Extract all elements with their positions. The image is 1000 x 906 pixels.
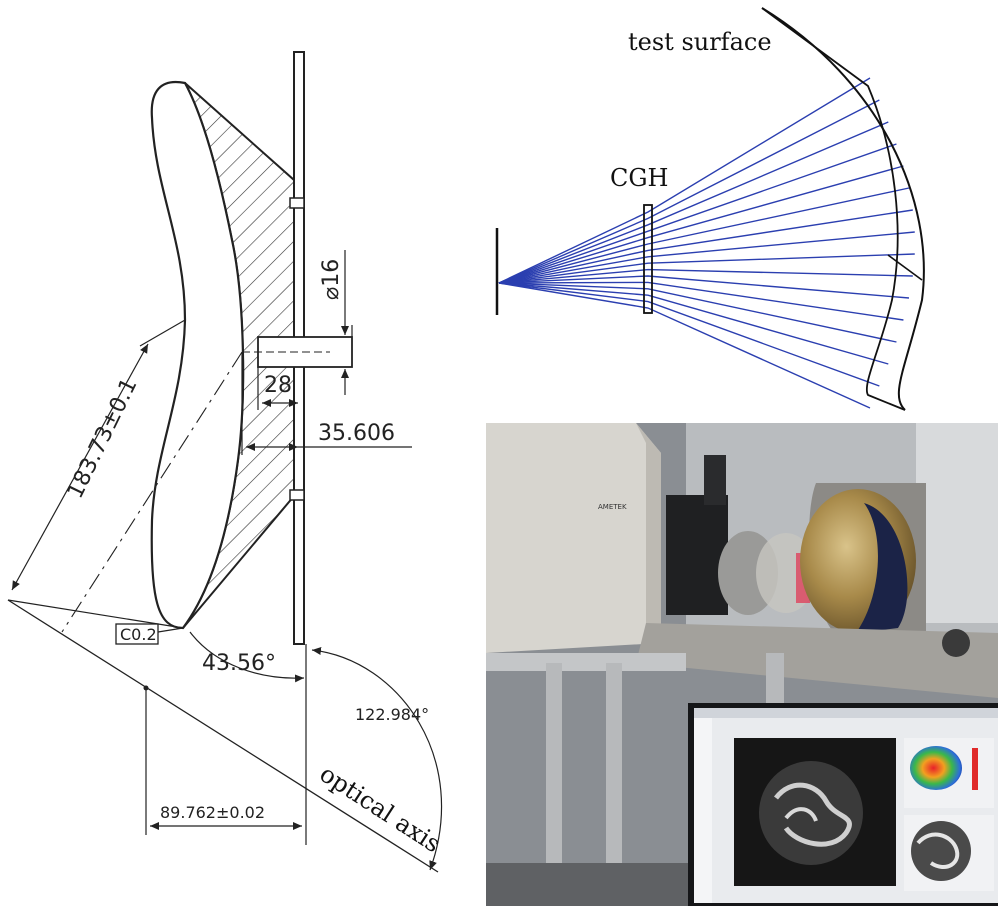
lens-mount-black <box>666 495 728 615</box>
bolt-slot-upper <box>289 197 305 209</box>
fringe-pattern-2 <box>784 807 818 822</box>
ray <box>498 209 913 284</box>
offset-label: 89.762±0.02 <box>160 803 265 822</box>
heatmap-map <box>910 746 962 790</box>
ray <box>498 268 913 284</box>
slant-dim-line <box>11 343 149 591</box>
fringe-thumb <box>911 821 971 881</box>
heatmap-colorbar <box>972 748 978 790</box>
ray <box>498 282 889 365</box>
ray <box>498 99 880 284</box>
test-surface-edge <box>887 254 923 281</box>
dim35-label: 35.606 <box>318 421 395 446</box>
angle-122-label: 122.984° <box>355 705 429 724</box>
mirror-outline <box>150 80 245 630</box>
fringe-thumb-lines <box>916 832 960 869</box>
cgh-ray-diagram: CGH test surface <box>495 7 925 411</box>
diameter-label: ⌀16 <box>319 259 344 300</box>
slant-ext-bottom <box>7 599 184 629</box>
dim28-label: 28 <box>264 373 292 398</box>
brand-label: AMETEK <box>598 503 627 511</box>
ray <box>498 282 880 387</box>
frame-post-1 <box>546 663 562 906</box>
ray-bundle <box>498 77 915 409</box>
ray <box>498 121 889 284</box>
bolt-slot-lower <box>289 489 305 501</box>
angle-43-arc <box>189 631 305 683</box>
frame-post-2 <box>606 663 622 906</box>
ray <box>498 282 871 409</box>
ray <box>498 165 904 284</box>
cgh-label: CGH <box>610 164 668 192</box>
chamfer-leader <box>157 627 184 633</box>
optical-table <box>636 623 998 698</box>
test-surface-front <box>761 7 925 411</box>
test-surface-label: test surface <box>628 28 772 56</box>
frame-rail-left <box>486 653 686 671</box>
chamfer-box <box>115 623 159 645</box>
ray <box>498 77 871 284</box>
ray <box>498 275 910 299</box>
cgh-plate <box>643 204 653 314</box>
optical-axis-label: optical axis <box>315 760 446 859</box>
monitor-toolbar <box>694 708 998 718</box>
slant-label: 183.73±0.1 <box>63 374 143 502</box>
fringe-pattern-1 <box>774 782 852 847</box>
ray <box>498 253 915 284</box>
mirror-center-line <box>61 351 243 633</box>
optical-axis-line <box>7 599 439 873</box>
photo-window <box>916 423 998 623</box>
angle-122-arc <box>311 647 443 871</box>
housing-side <box>636 423 661 643</box>
ray <box>498 143 897 284</box>
ray <box>498 281 904 321</box>
angle-43-label: 43.56° <box>202 651 276 676</box>
slant-ext-top <box>139 319 186 347</box>
mirror-dark-face <box>856 503 908 633</box>
test-surface-back <box>761 7 906 411</box>
chamfer-label: C0.2 <box>120 625 157 644</box>
photo-scene: AMETEK <box>486 423 998 906</box>
ray <box>498 231 915 284</box>
interferometer-photo: AMETEK <box>486 423 998 906</box>
monitor-sidebar <box>694 718 712 903</box>
mechanical-drawing: ⌀16 28 35.606 183.73±0.1 C0.2 43.56° 122… <box>7 51 446 873</box>
ray <box>498 282 897 343</box>
interferometer-housing <box>486 423 661 653</box>
lens-clamp <box>704 455 726 505</box>
table-fixture <box>942 629 970 657</box>
ray <box>498 187 910 284</box>
